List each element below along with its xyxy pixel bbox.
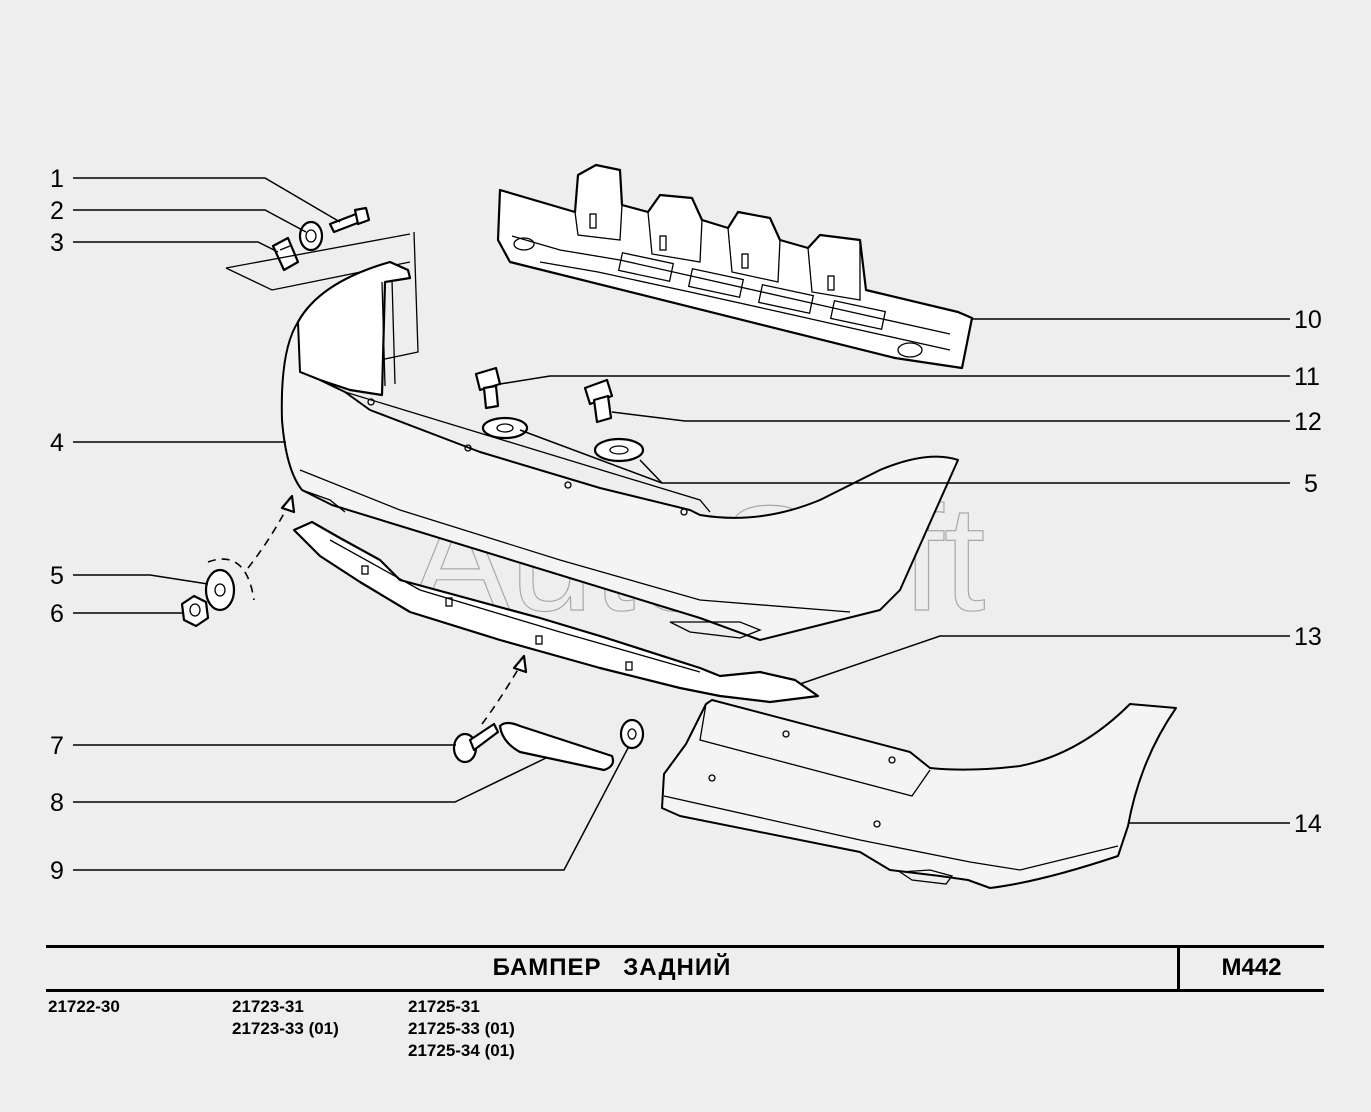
part-9-clip (619, 718, 645, 750)
models-col-3: 21725-31 21725-33 (01) 21725-34 (01) (408, 996, 515, 1062)
arrow-head-b (512, 654, 528, 674)
part-13-lower-bracket (292, 520, 820, 704)
part-4-bumper-cover (280, 260, 959, 641)
part-5-washer-a (481, 416, 529, 440)
part-8-reflector (498, 721, 615, 772)
page-code: M442 (1221, 954, 1282, 981)
arrow-head-a (280, 494, 296, 514)
callout-13: 13 (1294, 623, 1322, 651)
callout-8: 8 (50, 789, 64, 817)
part-11-bolt (474, 366, 502, 410)
title-rule-top (46, 945, 1324, 948)
dash-arc (207, 558, 255, 601)
callout-2: 2 (50, 197, 64, 225)
callout-9: 9 (50, 857, 64, 885)
part-2-washer (298, 220, 324, 252)
callout-12: 12 (1294, 408, 1322, 436)
callout-5-left: 5 (50, 562, 64, 590)
page-title: БАМПЕР ЗАДНИЙ (492, 954, 732, 981)
model-item: 21723-31 (232, 997, 304, 1016)
model-item: 21722-30 (48, 997, 120, 1016)
callout-1: 1 (50, 165, 64, 193)
part-5-washer-c (204, 568, 236, 612)
callout-10: 10 (1294, 306, 1322, 334)
dash-arrow-a (247, 505, 289, 569)
models-col-2: 21723-31 21723-33 (01) (232, 996, 339, 1040)
callout-14: 14 (1294, 810, 1322, 838)
callout-5-right: 5 (1304, 470, 1318, 498)
model-item: 21725-33 (01) (408, 1019, 515, 1038)
model-item: 21725-31 (408, 997, 480, 1016)
part-14-bumper-alt (661, 699, 1177, 889)
part-5-washer-b (593, 437, 645, 463)
callout-11: 11 (1294, 363, 1320, 391)
part-7-screw (452, 722, 500, 764)
part-10-absorber (496, 163, 974, 370)
callout-4: 4 (50, 429, 64, 457)
part-6-nut (180, 594, 210, 628)
model-item: 21725-34 (01) (408, 1041, 515, 1060)
part-12-bolt (583, 378, 614, 424)
model-item: 21723-33 (01) (232, 1019, 339, 1038)
callout-3: 3 (50, 229, 64, 257)
models-col-1: 21722-30 (48, 996, 120, 1018)
dash-arrow-b (481, 665, 521, 725)
part-1-screw (328, 206, 371, 234)
callout-7: 7 (50, 732, 64, 760)
title-rule-bottom (46, 989, 1324, 992)
callout-6: 6 (50, 600, 64, 628)
part-3-bracket (271, 236, 300, 272)
title-divider (1177, 945, 1180, 992)
leader-lines (73, 177, 1290, 871)
callouts: 1 2 3 4 5 6 7 8 9 10 11 12 5 13 14 (50, 165, 1322, 885)
